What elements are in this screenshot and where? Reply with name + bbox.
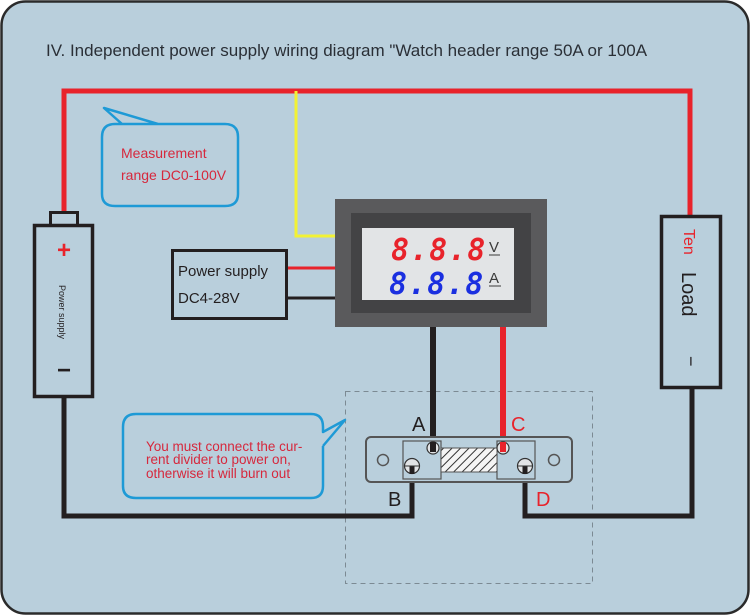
terminal-d-label: D (536, 489, 550, 511)
current-unit: A (489, 270, 499, 287)
wire-battery-to-b (61, 398, 415, 519)
measurement-callout: Measurement range DC0-100V (100, 106, 240, 208)
red-supply-wire (61, 88, 693, 217)
shunt-resistor-element (440, 447, 498, 473)
measurement-callout-line2: range DC0-100V (121, 167, 227, 183)
warning-callout-bubble (121, 412, 347, 500)
battery-label: Power supply (57, 285, 67, 340)
battery-plus-sign: + (57, 237, 71, 264)
warning-callout-line1: You must connect the cur- (146, 439, 302, 454)
yellow-sense-wire (294, 91, 336, 238)
load-body (659, 214, 723, 390)
terminal-b-label: B (388, 489, 401, 511)
voltage-display: 8.8.8 (391, 233, 486, 268)
voltage-unit: V (489, 239, 499, 256)
battery-body (32, 223, 95, 399)
diagram-title: IV. Independent power supply wiring diag… (46, 41, 648, 60)
power-supply-line2: DC4-28V (178, 290, 240, 307)
shunt-region-outline (345, 391, 593, 584)
terminal-a-label: A (412, 414, 426, 436)
power-supply-box: Power supply DC4-28V (171, 249, 288, 320)
shunt-mount-hole-left (376, 453, 390, 467)
battery-minus-sign: − (57, 357, 71, 384)
measurement-callout-line1: Measurement (121, 145, 207, 161)
load-minus-sign: − (681, 356, 701, 367)
wire-d-to-load (522, 388, 695, 519)
load: Ten Load − (659, 214, 723, 390)
terminal-c-label: C (511, 414, 525, 436)
battery: + − Power supply (32, 211, 95, 399)
power-supply-frame (171, 249, 288, 320)
current-shunt: A C B D (365, 414, 573, 511)
load-label: Load (677, 272, 699, 317)
warning-callout-line3: otherwise it will burn out (146, 466, 290, 481)
shunt-mount-hole-right (547, 453, 561, 467)
current-display: 8.8.8 (389, 267, 484, 302)
load-top-label: Ten (680, 229, 697, 255)
measurement-callout-bubble (100, 106, 240, 208)
warning-callout: You must connect the cur- rent divider t… (121, 412, 347, 500)
panel-meter: 8.8.8 8.8.8 V A (335, 199, 547, 327)
power-supply-line1: Power supply (178, 263, 269, 280)
meter-screen (362, 228, 514, 300)
warning-callout-line2: rent divider to power on, (146, 452, 291, 467)
